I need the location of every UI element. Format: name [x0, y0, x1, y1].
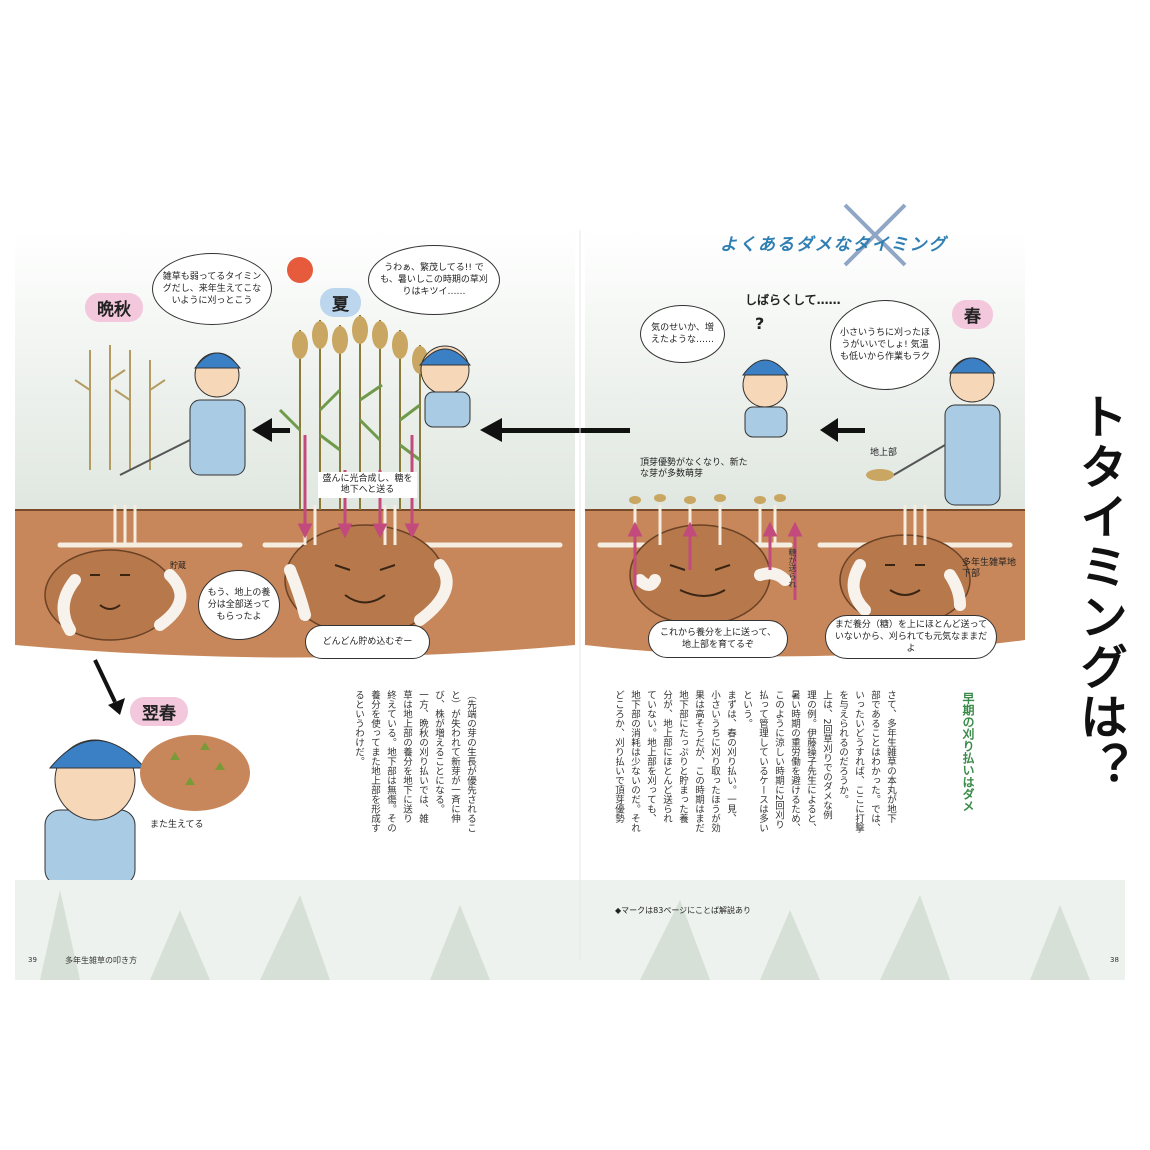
page-number-left: 39	[28, 956, 37, 964]
magazine-spread: よくあるダメなタイミング 刈り払い＆除草剤のベストタイミングは？ 晩秋 夏 春 …	[0, 170, 1150, 980]
article-right-text: さて、多年生雑草の本丸が地下 部であることはわかった。では、 いったいどうすれば…	[613, 690, 896, 833]
page-title: 刈り払い＆除草剤のベストタイミングは？	[1071, 392, 1150, 942]
label-sprouting: 頂芽優勢がなくなり、新たな芽が多数萌芽	[640, 458, 748, 479]
bubble-root-summer: どんどん貯め込むぞー	[305, 625, 430, 659]
season-summer: 夏	[320, 288, 361, 317]
page-number-right: 38	[1110, 956, 1119, 964]
label-sugar-sent: 糖が送られ	[788, 548, 797, 588]
footnote: ◆マークは83ページにことば解説あり	[615, 906, 752, 915]
bubble-root-after-cut: これから養分を上に送って、地上部を育てるぞ	[648, 620, 788, 658]
bubble-later-worker: 気のせいか、増えたような……	[640, 305, 725, 363]
root-after-cut	[629, 524, 771, 626]
bubble-root-late-autumn: もう、地上の養分は全部送ってもらったよ	[198, 570, 280, 640]
bubble-summer-worker: うわぁ、繁茂してる!! でも、暑いしこの時期の草刈りはキツイ……	[368, 245, 500, 315]
banner-text: よくあるダメなタイミング	[720, 235, 948, 255]
worker-summer	[418, 345, 472, 428]
worker-late-autumn	[119, 352, 246, 476]
label-again-growing: また生えてる	[150, 820, 204, 830]
label-storage: 貯蔵	[170, 561, 186, 570]
running-title: 多年生雑草の叩き方	[65, 956, 137, 965]
next-spring-soil	[140, 735, 250, 811]
worker-spring	[884, 357, 1001, 506]
worker-next-spring	[44, 739, 147, 886]
label-after-while: しばらくして……	[745, 293, 841, 307]
bubble-late-autumn-worker: 雑草も弱ってるタイミングだし、来年生えてこないように刈っとこう	[152, 253, 272, 325]
label-photosynthesis: 盛んに光合成し、糖を地下へと送る	[318, 472, 417, 498]
season-spring: 春	[952, 300, 993, 329]
label-aboveground: 地上部	[870, 448, 898, 458]
worker-later	[742, 359, 790, 438]
article-heading: 早期の刈り払いはダメ	[961, 692, 975, 812]
label-perennial-underground: 多年生雑草地下部	[962, 558, 1017, 579]
sun-icon	[287, 257, 313, 283]
illustration	[15, 203, 1125, 980]
bubble-root-spring: まだ養分（糖）を上にほとんど送っていないから、刈られても元気なままだよ	[825, 615, 997, 659]
article-left-text: （先端の芽の生長が優先されるこ と）が失われて新芽が一斉に伸 び、株が増えること…	[353, 690, 476, 833]
bubble-spring-worker: 小さいうちに刈ったほうがいいでしょ! 気温も低いから作業もラク	[830, 300, 940, 390]
season-late-autumn: 晩秋	[85, 293, 143, 322]
season-next-spring: 翌春	[130, 697, 188, 726]
label-question: ?	[755, 314, 765, 333]
